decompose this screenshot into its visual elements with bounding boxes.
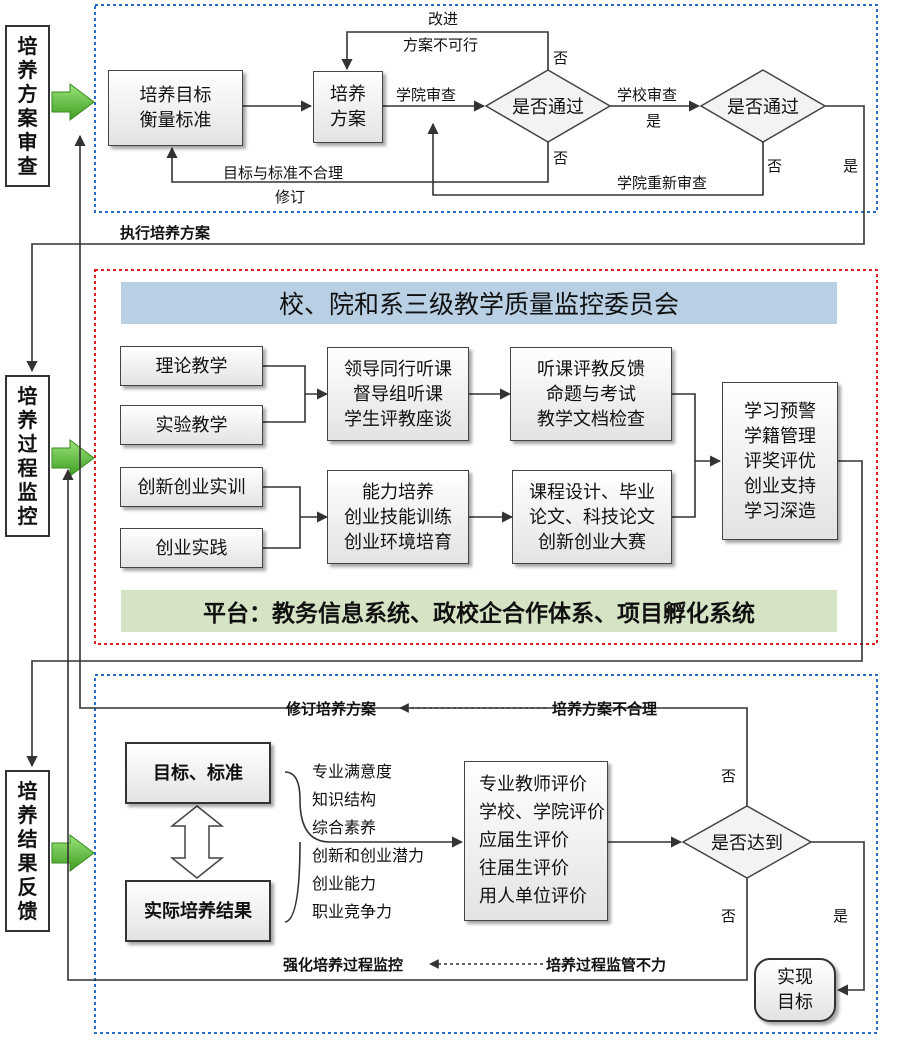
goal-standard-box: 培养目标 衡量标准 <box>108 70 243 146</box>
green-arrow-feedback <box>51 834 95 872</box>
plan-review-frame <box>94 4 878 213</box>
theory-teaching-box: 理论教学 <box>120 346 263 386</box>
weak-supervision-label: 培养过程监管不力 <box>546 956 667 974</box>
teaching-feedback-box: 听课评教反馈 命题与考试 教学文档检查 <box>510 347 672 441</box>
achieve-goal-box: 实现 目标 <box>754 958 836 1022</box>
experiment-teaching-box: 实验教学 <box>120 405 263 445</box>
committee-title-banner: 校、院和系三级教学质量监控委员会 <box>121 282 837 324</box>
yes-label-feedback: 是 <box>833 907 849 925</box>
plan-unreasonable-label: 培养方案不合理 <box>552 700 658 718</box>
revise-label: 修订 <box>275 188 306 206</box>
goal-unreasonable-label: 目标与标准不合理 <box>223 164 344 182</box>
target-standard-box: 目标、标准 <box>125 742 271 804</box>
side-label-review: 培 养 方 案 审 查 <box>5 25 50 187</box>
plan-box: 培养 方案 <box>313 71 383 143</box>
plan-infeasible-label: 方案不可行 <box>403 36 479 54</box>
side-label-feedback: 培 养 结 果 反 馈 <box>5 770 50 932</box>
no-label-feedback-top: 否 <box>721 767 737 785</box>
lesson-observation-box: 领导同行听课 督导组听课 学生评教座谈 <box>327 347 469 441</box>
improve-label: 改进 <box>428 10 459 28</box>
yes-label-1: 是 <box>646 112 662 130</box>
execute-plan-label: 执行培养方案 <box>120 224 211 242</box>
side-label-monitor: 培 养 过 程 监 控 <box>5 375 50 537</box>
yes-label-right: 是 <box>843 157 859 175</box>
actual-result-box: 实际培养结果 <box>125 880 271 942</box>
no-label-top: 否 <box>553 49 569 67</box>
indicator-list: 专业满意度 知识结构 综合素养 创新和创业潜力 创业能力 职业竞争力 <box>312 762 425 921</box>
platform-banner: 平台：教务信息系统、政校企合作体系、项目孵化系统 <box>121 590 837 632</box>
no-label-bottom: 否 <box>553 149 569 167</box>
no-label-feedback-bottom: 否 <box>721 907 737 925</box>
revise-plan-label: 修订培养方案 <box>286 700 377 718</box>
decision-3-label: 是否达到 <box>711 833 783 854</box>
college-rereview-label: 学院重新审查 <box>617 174 708 192</box>
college-review-label: 学院审查 <box>396 86 457 104</box>
result-feedback-frame <box>94 674 878 1034</box>
course-thesis-box: 课程设计、毕业 论文、科技论文 创新创业大赛 <box>512 470 672 564</box>
double-arrow <box>169 805 225 879</box>
green-arrow-review <box>51 83 95 121</box>
evaluation-box: 专业教师评价 学校、学院评价 应届生评价 往届生评价 用人单位评价 <box>464 761 608 921</box>
no-label-right: 否 <box>767 157 783 175</box>
school-review-label: 学校审查 <box>617 86 678 104</box>
decision-2-label: 是否通过 <box>727 97 799 118</box>
entrepreneurship-practice-box: 创业实践 <box>120 528 263 568</box>
green-arrow-monitor <box>51 439 95 477</box>
ability-training-box: 能力培养 创业技能训练 创业环境培育 <box>327 470 469 564</box>
strengthen-monitor-label: 强化培养过程监控 <box>283 956 404 974</box>
process-monitor-frame <box>94 269 878 645</box>
innovation-training-box: 创新创业实训 <box>120 467 263 507</box>
learning-support-box: 学习预警 学籍管理 评奖评优 创业支持 学习深造 <box>722 382 838 540</box>
decision-1-label: 是否通过 <box>512 97 584 118</box>
